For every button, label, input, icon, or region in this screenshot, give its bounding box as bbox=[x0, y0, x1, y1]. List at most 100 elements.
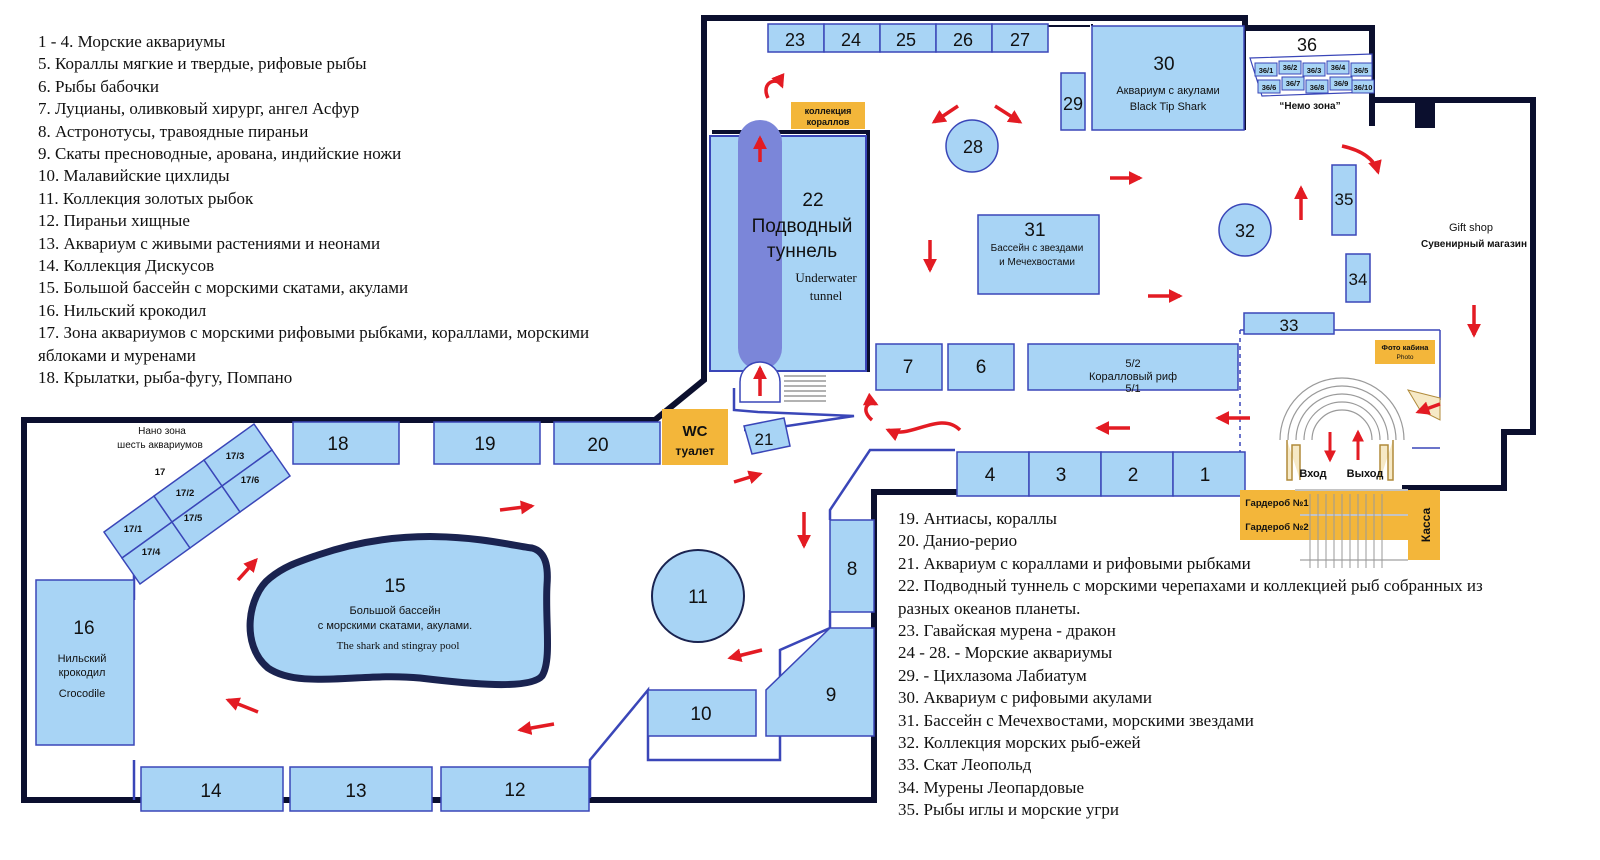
legend-item: 34. Мурены Леопардовые bbox=[898, 777, 1085, 797]
entrance-arches bbox=[1279, 377, 1405, 441]
nano-17-2: 17/2 bbox=[176, 488, 195, 499]
legend-right: 19. Антиасы, кораллы 20. Данио-рерио 21.… bbox=[898, 508, 1538, 822]
arrow bbox=[994, 104, 1023, 124]
coral-collection-line1: коллекция bbox=[805, 106, 852, 116]
nano-labels: 17 17/1 17/2 17/3 17/4 17/5 17/6 bbox=[124, 451, 260, 558]
tank-16-crocodile bbox=[35, 579, 135, 746]
tank-31-pool bbox=[977, 214, 1100, 295]
legend-item: 17. Зона аквариумов с морскими рифовыми … bbox=[38, 323, 590, 365]
tank-25-label: 25 bbox=[896, 30, 916, 50]
nemo-zone-label: “Немо зона” bbox=[1279, 101, 1340, 112]
tank-6 bbox=[947, 343, 1015, 391]
reef-label-name: Коралловый риф bbox=[1089, 371, 1177, 383]
cloakroom-1: Гардероб №1 bbox=[1245, 498, 1309, 509]
tank-20-label: 20 bbox=[587, 435, 608, 456]
nemo-36-6: 36/6 bbox=[1262, 83, 1277, 92]
legend-item: 12. Пираньи хищные bbox=[38, 211, 190, 231]
wc-label: WC bbox=[683, 423, 708, 440]
arrow bbox=[236, 557, 258, 582]
tank-28 bbox=[945, 119, 999, 173]
tank-9-label: 9 bbox=[826, 685, 837, 706]
coral-collection-label bbox=[791, 102, 865, 129]
tank-3 bbox=[1028, 451, 1102, 497]
nano-zone-line2: шесть аквариумов bbox=[117, 440, 203, 451]
legend-item: 21. Аквариум с кораллами и рифовыми рыбк… bbox=[898, 553, 1251, 573]
legend-item: 29. - Цихлазома Лабиатум bbox=[898, 665, 1087, 685]
arrow bbox=[517, 721, 555, 735]
nano-17-4: 17/4 bbox=[142, 547, 161, 558]
tank-35-label: 35 bbox=[1335, 190, 1354, 209]
legend-item: 22. Подводный туннель с морскими черепах… bbox=[898, 576, 1483, 618]
croc-line1: Нильский bbox=[58, 653, 107, 665]
tank-6-label: 6 bbox=[976, 357, 987, 378]
tank-11 bbox=[651, 549, 745, 643]
tank-20 bbox=[553, 421, 661, 465]
legend-item: 20. Данио-рерио bbox=[898, 531, 1018, 551]
pool-15 bbox=[246, 533, 552, 689]
arrow bbox=[727, 648, 763, 663]
legend-item: 7. Луцианы, оливковый хирург, ангел Асфу… bbox=[38, 99, 360, 119]
legend-item: 10. Малавийские цихлиды bbox=[38, 166, 230, 186]
tunnel-walkway bbox=[738, 120, 782, 370]
arrow bbox=[1341, 144, 1382, 175]
tank-18-label: 18 bbox=[327, 434, 348, 455]
photo-booth-ru: Фото кабина bbox=[1382, 343, 1430, 352]
gift-shop-en: Gift shop bbox=[1449, 222, 1493, 234]
tank-8-label: 8 bbox=[847, 559, 858, 580]
tank-9 bbox=[765, 627, 875, 737]
tank-21-label: 21 bbox=[755, 430, 774, 449]
tank-4 bbox=[956, 451, 1030, 497]
nano-17-3: 17/3 bbox=[226, 451, 245, 462]
legend-item: 14. Коллекция Дискусов bbox=[38, 256, 215, 276]
tank-31-label: 31 bbox=[1024, 220, 1045, 241]
legend-item: 35. Рыбы иглы и морские угри bbox=[898, 800, 1119, 820]
tank-8 bbox=[829, 519, 875, 613]
gift-shop-ru: Сувенирный магазин bbox=[1421, 239, 1527, 250]
pool-31-line2: и Мечехвостами bbox=[999, 257, 1075, 268]
wall-pillar bbox=[1415, 102, 1435, 128]
nemo-36-2: 36/2 bbox=[1283, 63, 1298, 72]
photo-booth bbox=[1375, 340, 1435, 364]
shark-line2: Black Tip Shark bbox=[1130, 101, 1207, 113]
nemo-36-4: 36/4 bbox=[1331, 63, 1346, 72]
legend-item: 9. Скаты пресноводные, арована, индийски… bbox=[38, 144, 402, 164]
tank-12 bbox=[440, 766, 590, 812]
tank-16-label: 16 bbox=[73, 618, 94, 639]
tank-2-label: 2 bbox=[1128, 465, 1139, 486]
tank-10-label: 10 bbox=[690, 704, 711, 725]
legend-item: 24 - 28. - Морские аквариумы bbox=[898, 643, 1113, 663]
wc-toilet bbox=[662, 409, 728, 465]
reef-label-bottom: 5/1 bbox=[1125, 383, 1140, 395]
tank-30-shark bbox=[1091, 25, 1245, 131]
tunnel-ru-line2: туннель bbox=[767, 241, 837, 262]
legend-item: 32. Коллекция морских рыб-ежей bbox=[898, 733, 1141, 753]
cloakroom-2: Гардероб №2 bbox=[1245, 522, 1308, 533]
tank-1-label: 1 bbox=[1200, 465, 1211, 486]
reef-label-top: 5/2 bbox=[1125, 358, 1140, 370]
pool-15-line2: с морскими скатами, акулами. bbox=[318, 620, 472, 632]
tank-26-label: 26 bbox=[953, 30, 973, 50]
nano-17: 17 bbox=[155, 467, 166, 478]
cashier-desk bbox=[1408, 490, 1440, 560]
tunnel-stairs bbox=[784, 375, 826, 402]
nemo-tanks bbox=[1254, 60, 1375, 94]
tank-13 bbox=[289, 766, 433, 812]
tunnel-en-line2: tunnel bbox=[810, 288, 843, 303]
nemo-36-3: 36/3 bbox=[1307, 66, 1322, 75]
pool-31-line1: Бассейн с звездами bbox=[991, 243, 1084, 254]
tank-32-label: 32 bbox=[1235, 221, 1255, 241]
tank-23-label: 23 bbox=[785, 30, 805, 50]
arrow bbox=[862, 392, 879, 422]
toilet-label: туалет bbox=[675, 444, 714, 458]
tank-18 bbox=[292, 421, 400, 465]
arrow bbox=[1415, 401, 1441, 415]
tank-19 bbox=[433, 421, 541, 465]
tank-21 bbox=[743, 417, 791, 455]
tank-1 bbox=[1172, 451, 1246, 497]
tank-19-label: 19 bbox=[474, 434, 495, 455]
legend-item: 15. Большой бассейн с морскими скатами, … bbox=[38, 278, 409, 298]
tank-35 bbox=[1331, 164, 1357, 236]
tank-7-label: 7 bbox=[903, 357, 914, 378]
tank-27-label: 27 bbox=[1010, 30, 1030, 50]
